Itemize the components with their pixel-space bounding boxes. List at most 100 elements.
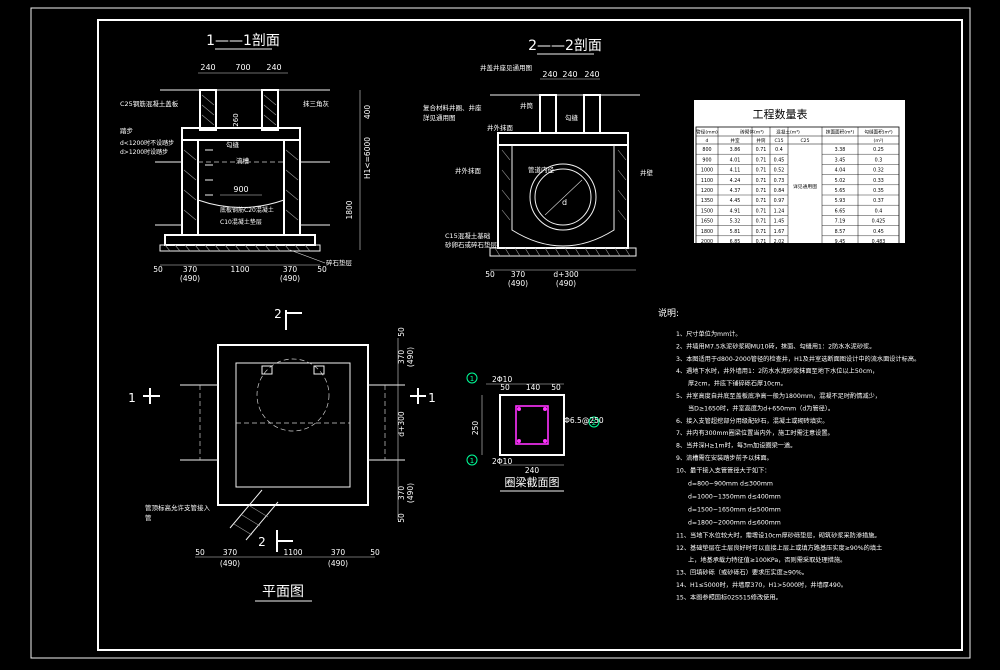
table-header: 混凝土(m³) — [776, 129, 800, 136]
dim-b0: 50 — [195, 548, 205, 557]
label-shoulder: 抹三角灰 — [303, 99, 330, 108]
section-2-title: 2——2剖面 — [528, 38, 602, 54]
note-line: 当D≥1650时，井室高度为d+650mm（d为管径）。 — [688, 404, 834, 412]
rebar — [543, 407, 547, 411]
dim-b3: 370 — [331, 548, 346, 557]
dim-b1: 370 — [223, 548, 238, 557]
neck-wall-left — [539, 94, 557, 134]
table-cell: 0.71 — [756, 239, 767, 245]
dim-b4: (490) — [556, 279, 576, 288]
label-steps: 踏步 — [120, 126, 134, 135]
table-cell: 0.45 — [774, 157, 785, 163]
note-line: d=1500~1650mm d≤500mm — [688, 506, 781, 513]
plan-view: 2 管顶标高允许支管接入 管 1 1 2 50 370 — [128, 307, 436, 602]
dim-b0: 50 — [485, 270, 495, 279]
dim-r3: d+300 — [397, 411, 406, 437]
table-cell: 1.67 — [774, 229, 785, 235]
note-line: 上，地基承载力特征值≥100KPa，否则需采取处理措施。 — [688, 556, 846, 564]
inner-frame — [97, 19, 963, 651]
label-bottom: C10混凝土垫层 — [220, 218, 262, 226]
dim-b4: 50 — [370, 548, 380, 557]
note-line: 厚2cm，井底下铺碎砾石厚10cm。 — [688, 380, 787, 388]
note-line: 1、尺寸单位为mm计。 — [676, 330, 742, 338]
note-line: 2、井墙用M7.5水泥砂浆砌MU10砖，抹面、勾缝用1：2防水水泥砂浆。 — [676, 342, 875, 350]
table-cell: 0.4 — [775, 147, 783, 153]
label-branch: 管顶标高允许支管接入 — [145, 503, 211, 512]
table-cell: 5.93 — [835, 198, 846, 204]
dim-b1: 370 — [183, 265, 198, 274]
flow-channel — [197, 199, 285, 208]
beam-stirrup-label: Φ6.5@250 — [564, 416, 604, 425]
note-line: 15、本图参照国标02S515修改使用。 — [676, 593, 782, 601]
table-header: 砖砌体(m³) — [740, 129, 764, 136]
wall-hatch — [501, 149, 627, 221]
table-cell: 0.3 — [875, 157, 883, 163]
quantity-table: 工程数量表 管径(mm)砖砌体(m³)混凝土(m³)抹面面积(m²)勾缝面积(m… — [694, 100, 905, 247]
table-subheader: C15 — [774, 138, 783, 144]
dim-b2: 1100 — [283, 548, 302, 557]
plan-mark-2-top: 2 — [274, 307, 282, 321]
table-cell: 800 — [702, 147, 711, 153]
table-cell: 0.425 — [872, 219, 886, 225]
table-cell: 1100 — [701, 178, 713, 184]
table-cell: 1650 — [701, 219, 713, 225]
beam-top-bar: 2Φ10 — [492, 375, 512, 384]
beam-stirrup — [515, 405, 549, 445]
note-line: 8、当井深H≥1m时，每3m加设圈梁一道。 — [676, 442, 796, 450]
label-outer-plaster: 井外抹面 — [455, 166, 482, 175]
neck-wall-left — [199, 89, 217, 131]
neck-wall-right — [261, 89, 279, 131]
chamber-inner — [511, 145, 615, 247]
neck-hatch — [201, 94, 277, 126]
dim-r6: 50 — [397, 513, 406, 523]
dim-b6: (490) — [280, 274, 300, 283]
beam-section: 50 140 50 2Φ10 250 240 2Φ10 1 2 Φ6.5@250… — [466, 372, 604, 492]
pipe-inner-circle — [534, 168, 592, 226]
base-slab — [164, 234, 316, 246]
table-cell: 0.97 — [774, 198, 785, 204]
table-cell: 0.71 — [756, 219, 767, 225]
chamber-wall-right — [283, 139, 301, 236]
table-cell: 8.57 — [835, 229, 846, 235]
outer-frame — [30, 7, 971, 659]
label-base2: 砂卵石或碎石垫层 — [445, 240, 498, 249]
branch-hatch — [233, 505, 269, 536]
dim-900: 900 — [233, 185, 248, 194]
table-cell: 9.45 — [835, 239, 846, 245]
callout-3-text: 1 — [470, 457, 474, 465]
beam-dim-top-2: 50 — [551, 383, 561, 392]
cover-slab — [497, 132, 629, 146]
beam-bot-bar: 2Φ10 — [492, 457, 512, 466]
table-cell: 7.19 — [835, 219, 846, 225]
table-cell: 1800 — [701, 229, 713, 235]
table-cell: 0.71 — [756, 157, 767, 163]
note-line: 4、遇地下水时，井外墙用1：2防水水泥砂浆抹面至地下水位以上50cm， — [676, 367, 878, 375]
table-cell: 1.45 — [774, 219, 785, 225]
label-outer: 井外抹面 — [487, 123, 514, 132]
beam-title: 圈梁截面图 — [505, 475, 560, 489]
label-frame: 复合材料井圈、井座 — [423, 103, 482, 112]
dim-text: 240 — [542, 70, 557, 79]
beam-dim-top-0: 50 — [500, 383, 510, 392]
table-header: 管径(mm) — [696, 129, 718, 136]
chamber — [497, 145, 629, 249]
table-cell: 4.91 — [730, 208, 741, 214]
section-1-title: 1——1剖面 — [206, 33, 280, 49]
label-base: C15混凝土基础 — [445, 231, 491, 240]
table-cell: 0.32 — [873, 168, 884, 174]
table-cell: 2.02 — [774, 239, 785, 245]
label-frame2: 詳见通用图 — [423, 113, 456, 122]
label-branch2: 管 — [145, 513, 152, 522]
section-1-1: 1——1剖面 240 700 240 260 900 — [120, 33, 372, 283]
table-cell: 4.45 — [730, 198, 741, 204]
beam-outline — [499, 394, 565, 456]
label-cover: C25钢筋混凝土盖板 — [120, 99, 179, 108]
neck-wall-right — [583, 94, 601, 134]
chamber-wall-left — [181, 139, 199, 236]
table-cell: 0.33 — [873, 178, 884, 184]
note-line: 5、井室高度自井底至盖板底净高一般为1800mm，混凝不足时酌情减少， — [676, 392, 881, 400]
table-cell: 2000 — [701, 239, 713, 245]
note-line: 12、基础垫层在土层良好时可以直接上层上或填方路基压实度≥90%的填土 — [676, 544, 882, 552]
dim-260: 260 — [232, 113, 240, 126]
